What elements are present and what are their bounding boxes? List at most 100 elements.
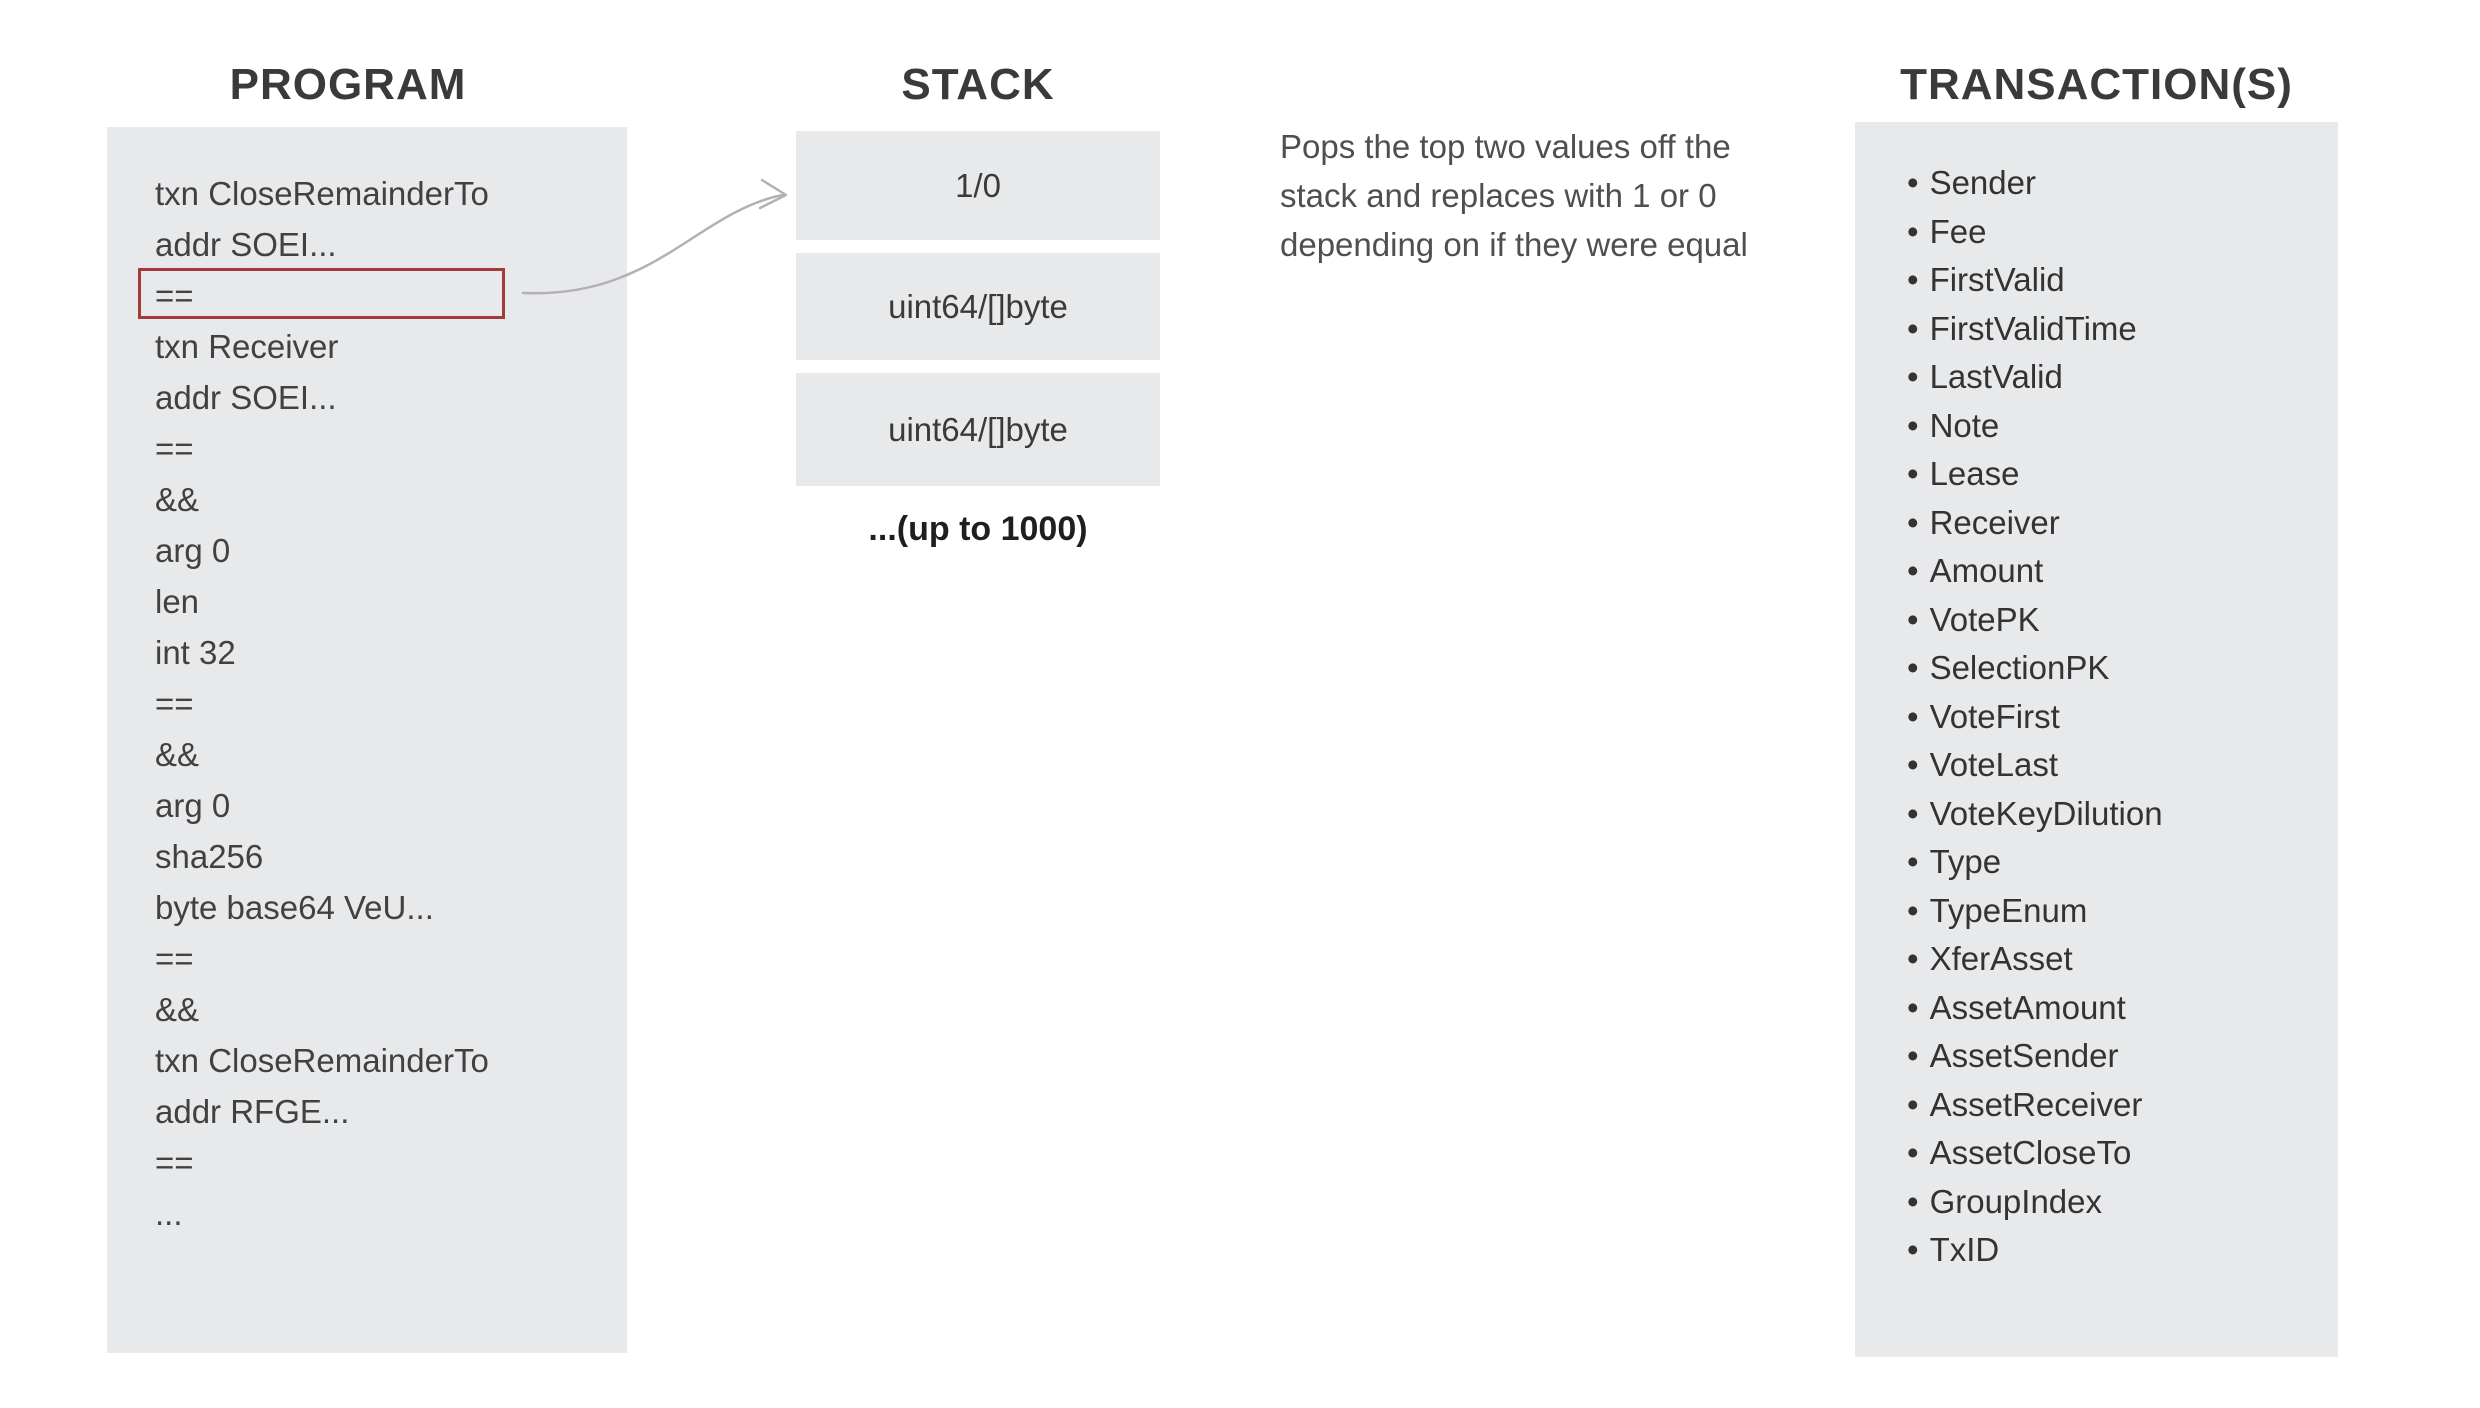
transaction-field-item: • Note <box>1907 402 2338 451</box>
program-title: PROGRAM <box>229 60 467 109</box>
bullet-icon: • <box>1907 1182 1919 1220</box>
transaction-field-label: Lease <box>1929 455 2020 492</box>
bullet-icon: • <box>1907 746 1919 783</box>
transaction-field-item: • Sender <box>1907 159 2338 208</box>
transaction-field-label: Amount <box>1929 552 2044 589</box>
transaction-field-label: AssetCloseTo <box>1929 1134 2132 1171</box>
program-code-line: txn CloseRemainderTo <box>155 175 489 212</box>
transaction-field-item: • Fee <box>1907 208 2338 257</box>
transaction-field-item: • Type <box>1907 838 2338 887</box>
transaction-field-label: VoteLast <box>1929 746 2059 783</box>
transaction-field-item: • VoteFirst <box>1907 693 2338 742</box>
program-code-line: int 32 <box>155 634 236 671</box>
transaction-field-item: • TxID <box>1907 1226 2338 1275</box>
transaction-field-item: • AssetAmount <box>1907 984 2338 1033</box>
transaction-field-label: AssetReceiver <box>1929 1085 2143 1123</box>
program-code-line: == <box>155 277 194 314</box>
transaction-field-label: GroupIndex <box>1929 1182 2103 1220</box>
transaction-field-item: • AssetSender <box>1907 1032 2338 1081</box>
highlighted-instruction-box <box>138 268 505 319</box>
transactions-panel: • Sender • Fee • FirstValid • FirstValidTime… <box>1855 122 2338 1357</box>
program-code-line: == <box>155 1144 194 1181</box>
transaction-field-item: • Amount <box>1907 547 2338 596</box>
transaction-field-item: •LastValid <box>1907 353 2338 402</box>
program-code-line: ... <box>155 1195 183 1232</box>
bullet-icon: • <box>1907 697 1919 735</box>
bullet-icon: • <box>1907 503 1919 541</box>
transaction-field-label: Fee <box>1929 212 1987 250</box>
transaction-field-label: TypeEnum <box>1929 891 2088 929</box>
program-code-line: == <box>155 940 194 977</box>
bullet-icon: • <box>1907 455 1919 492</box>
stack-title: STACK <box>901 60 1055 109</box>
transaction-field-label: VoteKeyDilution <box>1929 794 2163 832</box>
transaction-field-label: FirstValid <box>1929 261 2065 298</box>
bullet-icon: • <box>1907 309 1919 347</box>
program-code-line: == <box>155 685 194 722</box>
transaction-field-label: TxID <box>1929 1231 2000 1268</box>
program-code-line: addr RFGE... <box>155 1093 350 1130</box>
transaction-field-label: LastValid <box>1929 358 2063 395</box>
program-code-line: arg 0 <box>155 787 231 824</box>
program-code-line: arg 0 <box>155 532 231 569</box>
transaction-field-item: •VoteKeyDilution <box>1907 790 2338 839</box>
program-code-line: && <box>155 991 200 1028</box>
program-code-line: byte base64 VeU... <box>155 889 434 926</box>
program-code-line: len <box>155 583 200 620</box>
program-code-line: && <box>155 481 200 518</box>
program-code-list: txn CloseRemainderTo addr SOEI... == txn… <box>107 127 627 1239</box>
stack-slot-label: uint64/[]byte <box>888 287 1068 325</box>
bullet-icon: • <box>1907 164 1919 201</box>
transaction-field-label: FirstValidTime <box>1929 309 2137 347</box>
transaction-field-item: • FirstValid <box>1907 256 2338 305</box>
bullet-icon: • <box>1907 406 1919 444</box>
transaction-field-label: AssetSender <box>1929 1037 2119 1074</box>
program-code-line: && <box>155 736 200 773</box>
bullet-icon: • <box>1907 843 1919 880</box>
stack-capacity-note: ...(up to 1000) <box>868 510 1088 548</box>
transaction-field-item: • Receiver <box>1907 499 2338 548</box>
transaction-field-item: • Lease <box>1907 450 2338 499</box>
program-panel: txn CloseRemainderTo addr SOEI... == txn… <box>107 127 627 1353</box>
bullet-icon: • <box>1907 261 1919 298</box>
bullet-icon: • <box>1907 1231 1919 1268</box>
program-code-line: txn Receiver <box>155 328 339 365</box>
bullet-icon: • <box>1907 212 1919 250</box>
stack-slot-bottom: uint64/[]byte <box>796 373 1160 486</box>
program-code-line: addr SOEI... <box>155 379 337 416</box>
bullet-icon: • <box>1907 1085 1919 1123</box>
transaction-field-label: VoteFirst <box>1929 697 2060 735</box>
transaction-field-label: SelectionPK <box>1929 649 2110 686</box>
transaction-field-item: • VoteLast <box>1907 741 2338 790</box>
program-code-line: == <box>155 430 194 467</box>
transaction-field-label: Type <box>1929 843 2002 880</box>
transaction-field-item: •XferAsset <box>1907 935 2338 984</box>
stack-slot-label: uint64/[]byte <box>888 410 1068 448</box>
transaction-field-item: • VotePK <box>1907 596 2338 645</box>
bullet-icon: • <box>1907 988 1919 1026</box>
transaction-field-list: • Sender • Fee • FirstValid • FirstValidTime… <box>1855 122 2338 1275</box>
transaction-field-label: VotePK <box>1929 600 2040 638</box>
description-line: Pops the top two values off the <box>1280 128 1731 165</box>
bullet-icon: • <box>1907 649 1919 686</box>
bullet-icon: • <box>1907 1134 1919 1171</box>
description-line: stack and replaces with 1 or 0 <box>1280 177 1717 214</box>
stack-slot-top: 1/0 <box>796 131 1160 240</box>
stack-slot-middle: uint64/[]byte <box>796 253 1160 360</box>
transaction-field-item: • SelectionPK <box>1907 644 2338 693</box>
transaction-field-item: • AssetCloseTo <box>1907 1129 2338 1178</box>
bullet-icon: • <box>1907 940 1919 977</box>
bullet-icon: • <box>1907 552 1919 589</box>
program-code-line: addr SOEI... <box>155 226 337 263</box>
transaction-field-label: Sender <box>1929 164 2036 201</box>
transaction-field-label: AssetAmount <box>1929 988 2126 1026</box>
transaction-field-item: • AssetReceiver <box>1907 1081 2338 1130</box>
transaction-field-label: Receiver <box>1929 503 2060 541</box>
bullet-icon: • <box>1907 600 1919 638</box>
description-line: depending on if they were equal <box>1280 226 1748 263</box>
transaction-field-label: Note <box>1929 406 2000 444</box>
bullet-icon: • <box>1907 1037 1919 1074</box>
bullet-icon: • <box>1907 891 1919 929</box>
transactions-title: TRANSACTION(S) <box>1900 60 2293 109</box>
